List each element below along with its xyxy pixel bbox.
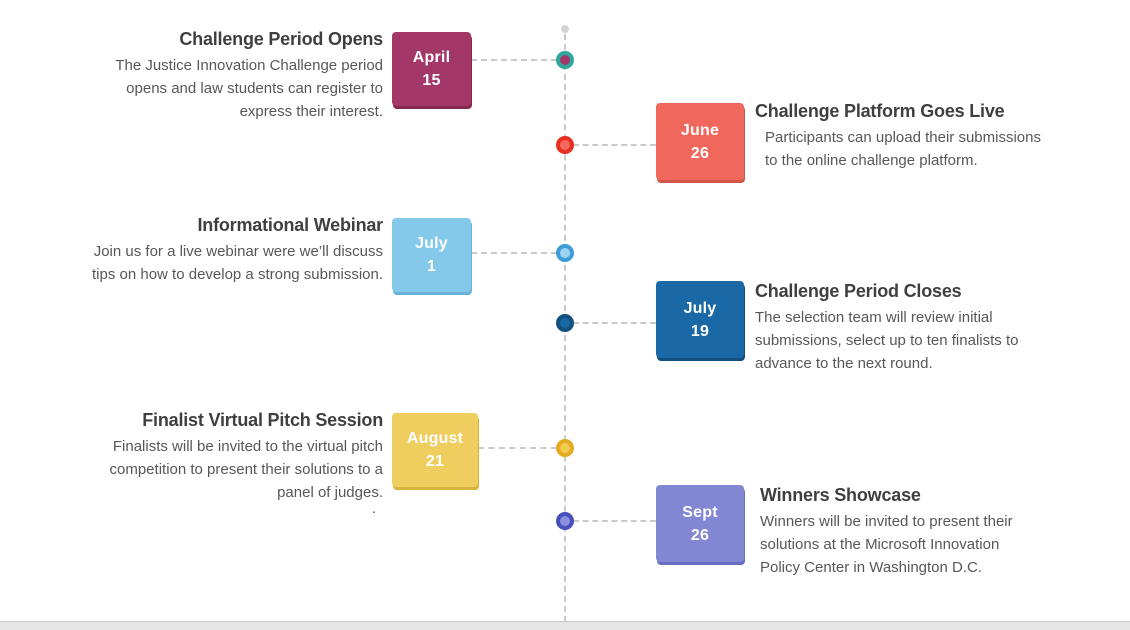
event-text-block: Finalist Virtual Pitch Session Finalists… [0,408,384,504]
event-text-block: Challenge Platform Goes Live Participant… [755,99,1100,172]
event-title: Challenge Period Closes [755,281,962,301]
event-day: 19 [690,322,710,340]
event-marker-dot [556,314,574,332]
event-marker-dot [556,439,574,457]
event-connector-line [471,59,557,61]
event-connector-line [573,144,656,146]
event-marker-dot [556,51,574,69]
event-day: 21 [425,453,445,470]
event-date-box: August 21 [392,413,478,487]
event-title: Finalist Virtual Pitch Session [142,410,383,430]
event-connector-line [573,322,656,324]
event-title: Challenge Platform Goes Live [755,101,1005,121]
event-title: Challenge Period Opens [179,29,383,49]
event-connector-line [478,447,557,449]
event-description: Participants can upload their submission… [765,129,1041,169]
axis-start-cap [561,25,569,33]
event-marker-dot [556,244,574,262]
event-month: August [406,430,464,447]
event-description: Join us for a live webinar were we’ll di… [92,243,383,283]
event-description: The selection team will review initial s… [755,309,1019,372]
event-day: 26 [690,526,710,544]
event-date-box: July 19 [656,281,744,358]
event-month: April [412,49,451,66]
event-day: 1 [426,258,437,275]
event-day: 26 [690,144,710,162]
event-connector-line [573,520,656,522]
event-month: June [680,121,720,139]
event-text-block: Challenge Period Closes The selection te… [755,279,1100,375]
event-date-box: July 1 [392,218,471,292]
event-text-block: Challenge Period Opens The Justice Innov… [0,27,383,123]
event-month: July [415,235,448,252]
event-date-box: June 26 [656,103,744,180]
event-date-box: April 15 [392,32,471,106]
event-title: Informational Webinar [197,215,384,235]
event-text-block: Informational Webinar Join us for a live… [0,213,383,286]
event-description: Finalists will be invited to the virtual… [109,438,384,501]
event-description: Winners will be invited to present their… [760,513,1013,576]
event-text-block: Winners Showcase Winners will be invited… [760,483,1105,579]
event-day: 15 [422,72,441,89]
stray-period-text: . [371,500,376,517]
slide-bottom-edge [0,621,1130,630]
event-month: Sept [682,503,718,521]
event-description: The Justice Innovation Challenge period … [115,57,383,120]
event-month: July [683,299,717,317]
event-title: Winners Showcase [760,485,921,505]
event-connector-line [471,252,557,254]
event-marker-dot [556,512,574,530]
event-date-box: Sept 26 [656,485,744,562]
event-marker-dot [556,136,574,154]
